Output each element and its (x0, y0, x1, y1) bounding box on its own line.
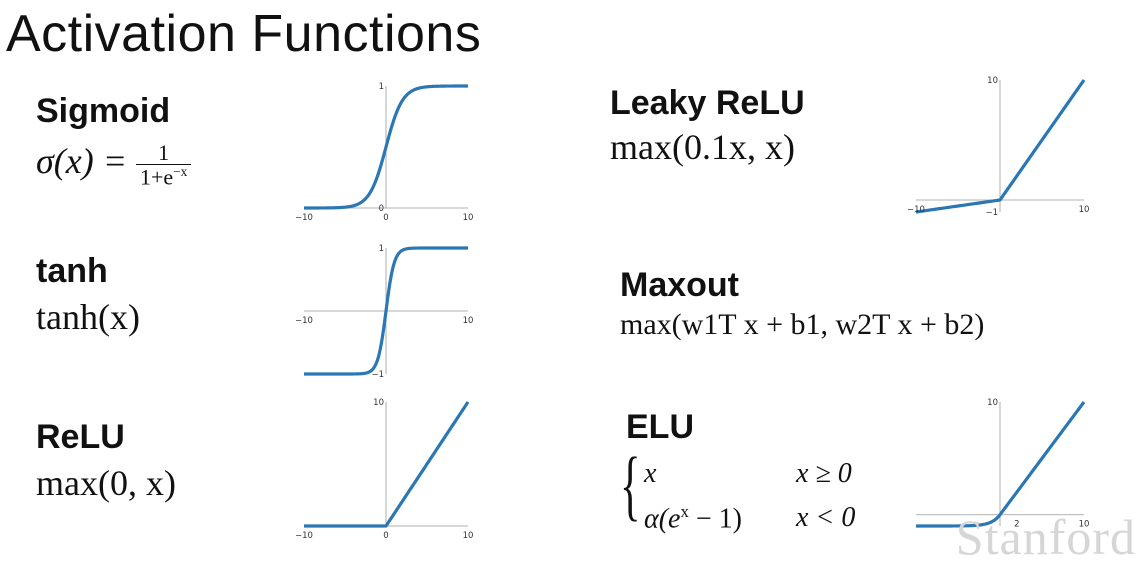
elu-case2-exp: x (680, 502, 689, 521)
relu-name: ReLU (36, 418, 125, 456)
relu-chart: −10 0 10 10 (295, 398, 474, 541)
sigmoid-x-tick-2: 10 (463, 213, 474, 223)
relu-curve (303, 401, 470, 528)
leaky-relu-chart: −10 10 −1 10 (907, 76, 1090, 218)
tanh-name: tanh (36, 252, 108, 290)
leaky-relu-name: Leaky ReLU (610, 84, 805, 122)
leaky-x-tick-1: 10 (1079, 205, 1090, 215)
elu-x-tick-1: 10 (1079, 520, 1090, 530)
sigmoid-curve (303, 84, 469, 210)
tanh-y-tick-0: −1 (371, 370, 384, 380)
leaky-x-tick-0: −10 (907, 205, 925, 215)
elu-case2-rest: − 1) (688, 503, 742, 535)
tanh-y-tick-1: 1 (379, 244, 384, 254)
elu-case2-cond: x < 0 (796, 502, 856, 533)
sigmoid-x-tick-1: 0 (383, 213, 388, 223)
relu-formula: max(0, x) (36, 463, 176, 503)
relu-x-tick-1: 0 (383, 531, 388, 541)
leaky-relu-formula: max(0.1x, x) (610, 127, 795, 167)
elu-x-tick-0: 2 (1014, 520, 1019, 530)
sigmoid-denominator: 1+e−x (136, 164, 191, 190)
tanh-formula: tanh(x) (36, 297, 140, 337)
relu-x-tick-2: 10 (463, 531, 474, 541)
elu-case1-cond: x ≥ 0 (796, 458, 852, 489)
tanh-x-tick-1: 10 (463, 316, 474, 326)
sigmoid-formula-prefix: σ(x) = (36, 141, 137, 181)
relu-x-tick-0: −10 (295, 531, 313, 541)
sigmoid-numerator: 1 (136, 141, 192, 166)
maxout-formula: max(w1T x + b1, w2T x + b2) (620, 308, 985, 341)
sigmoid-name: Sigmoid (36, 92, 171, 130)
sigmoid-y-tick-1: 1 (379, 82, 384, 92)
elu-name: ELU (626, 408, 694, 446)
elu-case1-expr: x (644, 458, 657, 489)
leaky-curve (915, 79, 1086, 214)
sigmoid-x-tick-0: −10 (295, 213, 313, 223)
tanh-x-tick-0: −10 (295, 316, 313, 326)
elu-case-1: x (644, 458, 656, 490)
leaky-y-tick-1: 10 (987, 76, 998, 86)
tanh-curve (303, 246, 469, 376)
sigmoid-chart: −10 0 10 0 1 (295, 82, 474, 223)
elu-case-1-condition: x ≥ 0 (796, 458, 852, 490)
elu-case-2: α(ex − 1) (644, 502, 742, 535)
maxout-name: Maxout (620, 266, 739, 304)
elu-curve (915, 401, 1086, 528)
elu-y-tick-0: 10 (987, 398, 998, 408)
brace-glyph: { (620, 441, 641, 528)
elu-case-2-condition: x < 0 (796, 502, 855, 534)
relu-y-tick-0: 10 (373, 398, 384, 408)
slide-title: Activation Functions (6, 5, 482, 63)
elu-case2-expr: α(e (644, 503, 681, 535)
sigmoid-den-base: 1+e (140, 164, 174, 190)
sigmoid-den-exp: −x (173, 164, 188, 180)
elu-formula: { x x ≥ 0 α(ex − 1) x < 0 (620, 446, 900, 548)
leaky-y-tick-0: −1 (985, 208, 998, 218)
sigmoid-y-tick-0: 0 (379, 204, 384, 214)
stanford-watermark: Stanford (955, 509, 1136, 565)
tanh-chart: −10 10 −1 1 (295, 244, 474, 380)
elu-chart: 2 10 10 (915, 398, 1090, 530)
